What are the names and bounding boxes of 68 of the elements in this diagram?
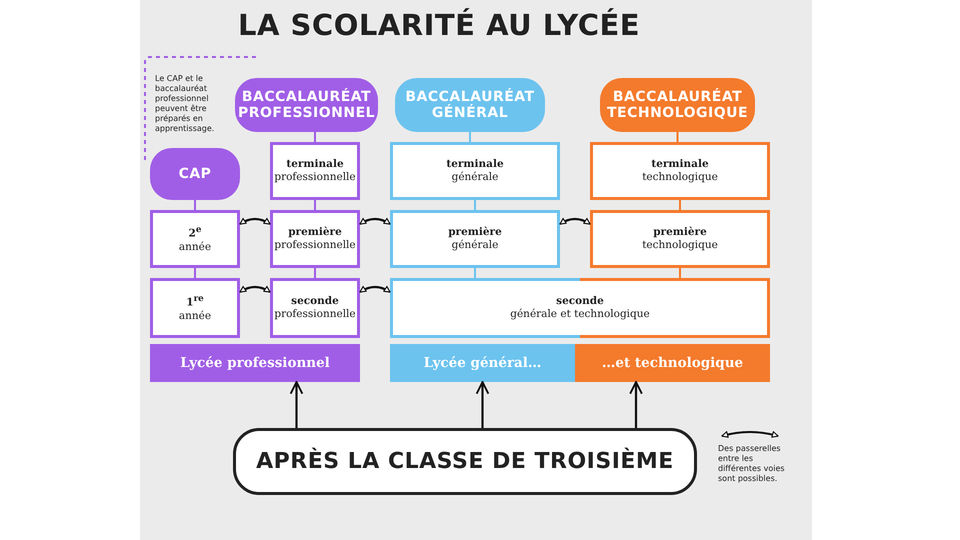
class-name: terminale xyxy=(286,158,344,171)
class-name: générale xyxy=(452,239,498,252)
class-name: 1$^{re}$ xyxy=(186,293,204,310)
class-name: année xyxy=(178,240,212,254)
school-name: …et technologique xyxy=(602,355,744,371)
class-box xyxy=(270,278,360,338)
class-box xyxy=(150,210,240,268)
connector-line xyxy=(314,132,316,142)
double-arrow xyxy=(359,218,391,225)
class-box xyxy=(270,210,360,268)
track-pill xyxy=(600,78,755,132)
connector-line xyxy=(194,200,196,210)
class-box xyxy=(390,210,560,268)
start-text: APRÈS LA CLASSE DE TROISIÈME xyxy=(256,449,674,474)
school-name: Lycée professionnel xyxy=(180,355,330,371)
arrow xyxy=(629,381,643,428)
arrow xyxy=(476,381,490,428)
track-pill xyxy=(150,148,240,200)
class-name: terminale xyxy=(651,158,709,171)
class-name: seconde xyxy=(291,295,339,308)
class-name: générale et technologique xyxy=(510,308,650,321)
track-pill xyxy=(235,78,378,132)
track-name: BACCALAURÉAT GÉNÉRAL xyxy=(404,89,536,121)
class-box xyxy=(390,278,770,338)
class-name: 2$^{e}$ xyxy=(188,224,202,241)
connector-line xyxy=(679,200,681,210)
note-text: Le CAP et le baccalauréat professionnel peuvent être préparés en apprentissage. xyxy=(155,74,216,134)
track-name: BACCALAURÉAT PROFESSIONNEL xyxy=(238,89,376,121)
connector-line xyxy=(676,132,678,142)
class-box xyxy=(270,142,360,200)
class-name: générale xyxy=(452,171,498,184)
connector-line xyxy=(314,268,316,278)
track-pill xyxy=(395,78,545,132)
double-arrow xyxy=(239,286,271,293)
school-bar xyxy=(150,344,360,382)
class-box xyxy=(390,142,560,200)
class-name: professionnelle xyxy=(274,239,356,252)
class-box xyxy=(590,210,770,268)
connector-line xyxy=(474,268,476,278)
class-name: technologique xyxy=(642,239,718,252)
class-box xyxy=(590,142,770,200)
class-name: première xyxy=(653,226,707,239)
arrow xyxy=(290,381,304,428)
school-bar xyxy=(390,344,575,382)
connector-line xyxy=(679,268,681,278)
track-name: BACCALAURÉAT TECHNOLOGIQUE xyxy=(606,89,748,121)
class-name: première xyxy=(448,226,502,239)
class-name: professionnelle xyxy=(274,171,356,184)
class-name: professionnelle xyxy=(274,308,356,321)
page-title: LA SCOLARITÉ AU LYCÉE xyxy=(238,8,640,42)
school-bar xyxy=(575,344,770,382)
connector-line xyxy=(194,268,196,278)
double-arrow xyxy=(559,218,591,225)
class-box xyxy=(150,278,240,338)
class-name: première xyxy=(288,226,342,239)
track-name: CAP xyxy=(178,166,212,182)
legend-text: Des passerelles entre les différentes voies sont possibles. xyxy=(718,444,786,484)
connector-line xyxy=(469,132,471,142)
class-name: technologique xyxy=(642,171,718,184)
class-name: année xyxy=(178,310,212,323)
school-name: Lycée général… xyxy=(424,355,542,371)
double-arrow xyxy=(239,218,271,225)
connector-line xyxy=(314,200,316,210)
start-box xyxy=(233,428,697,495)
class-name: terminale xyxy=(446,158,504,171)
class-name: seconde xyxy=(556,295,604,308)
connector-line xyxy=(474,200,476,210)
double-arrow xyxy=(359,286,391,293)
